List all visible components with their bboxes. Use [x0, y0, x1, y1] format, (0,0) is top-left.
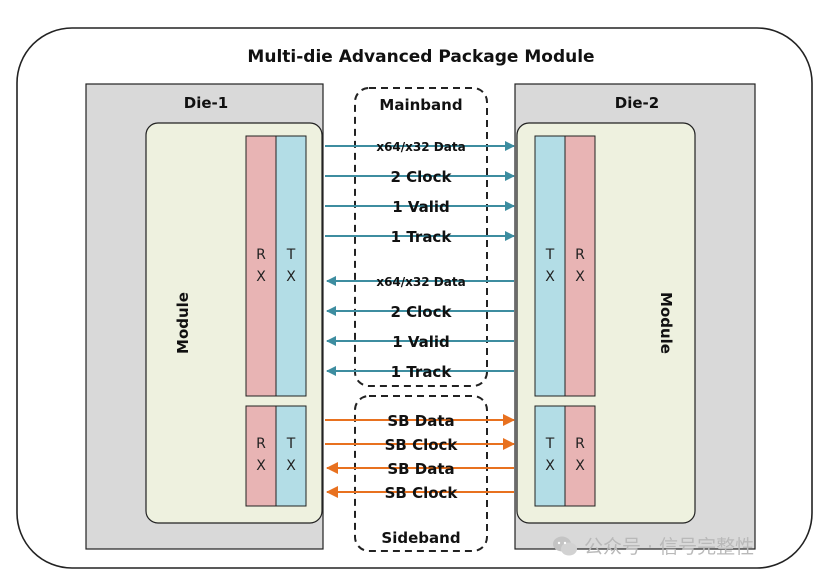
signal-label: 2 Clock: [391, 303, 453, 321]
wechat-icon: [553, 536, 577, 555]
die-2-main-rx-x: X: [575, 269, 585, 285]
die-2-side-rx-r: R: [575, 436, 585, 452]
die-2-module-label: Module: [657, 292, 675, 354]
signal-label: 1 Valid: [392, 198, 450, 216]
watermark: 公众号 · 信号完整性: [552, 532, 754, 559]
watermark-text: 公众号 · 信号完整性: [584, 536, 755, 558]
die-1-module-label: Module: [174, 292, 192, 354]
die-1-main-rx-r: R: [256, 247, 266, 263]
package-title: Multi-die Advanced Package Module: [247, 47, 594, 67]
signal-label: SB Data: [387, 460, 454, 478]
signal-label: 2 Clock: [391, 168, 453, 186]
sideband-label: Sideband: [381, 529, 460, 547]
die-1-main-rx-x: X: [256, 269, 266, 285]
die-1-label: Die-1: [184, 94, 228, 112]
mainband-rx-signals: x64/x32 Data 2 Clock 1 Valid 1 Track: [326, 275, 514, 381]
die-1-side-tx: [275, 405, 307, 507]
signal-label: 1 Track: [391, 228, 453, 246]
die-1-side-rx-r: R: [256, 436, 266, 452]
die-2-side-rx-x: X: [575, 458, 585, 474]
signal-label: x64/x32 Data: [376, 140, 465, 154]
die-2-main-tx-x: X: [545, 269, 555, 285]
die-2-main-rx: [564, 135, 596, 397]
die-2-side-tx: [534, 405, 566, 507]
die-1-side-tx-x: X: [286, 458, 296, 474]
mainband-tx-signals: x64/x32 Data 2 Clock 1 Valid 1 Track: [325, 140, 515, 246]
die-1-side-rx: [245, 405, 277, 507]
signal-label: x64/x32 Data: [376, 275, 465, 289]
die-2-side-tx-t: T: [545, 436, 555, 452]
die-2-label: Die-2: [615, 94, 659, 112]
die-1-side-tx-t: T: [286, 436, 296, 452]
die-1-main-tx-t: T: [286, 247, 296, 263]
die-1-main-tx-x: X: [286, 269, 296, 285]
signal-label: 1 Track: [391, 363, 453, 381]
die-1-side-rx-x: X: [256, 458, 266, 474]
die-1-main-tx: [275, 135, 307, 397]
die-2-main-rx-r: R: [575, 247, 585, 263]
signal-label: 1 Valid: [392, 333, 450, 351]
die-2-main-tx-t: T: [545, 247, 555, 263]
signal-label: SB Data: [387, 412, 454, 430]
signal-label: SB Clock: [385, 436, 459, 454]
mainband-label: Mainband: [379, 96, 462, 114]
die-1-main-rx: [245, 135, 277, 397]
sideband-region: [354, 395, 488, 552]
die-2-side-rx: [564, 405, 596, 507]
die-2-side-tx-x: X: [545, 458, 555, 474]
die-2-main-tx: [534, 135, 566, 397]
sideband-signals: SB Data SB Clock SB Data SB Clock: [325, 412, 515, 502]
signal-label: SB Clock: [385, 484, 459, 502]
